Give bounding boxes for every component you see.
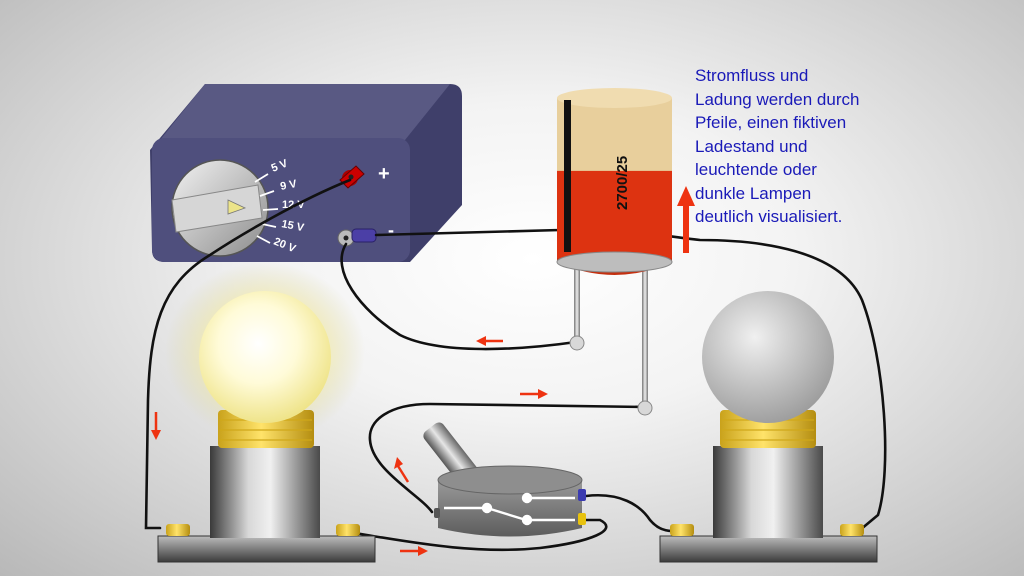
description-line: Stromfluss und (695, 66, 809, 85)
description-line: Ladestand und (695, 136, 808, 156)
voltage-knob[interactable] (171, 159, 269, 257)
wire-plus-to-left-lamp (144, 178, 352, 530)
description-line: Ladung werden durch (695, 89, 860, 109)
arrow-up-left-icon (394, 457, 410, 483)
capacitor-lead-right (642, 265, 648, 407)
voltage-scale (254, 173, 279, 244)
capacitor: 2700/25 (556, 88, 673, 416)
power-supply: 5 V 9 V 12 V 15 V 20 V + - (150, 84, 462, 262)
voltage-label-9: 9 V (279, 178, 298, 193)
arrow-bottom-right-icon (400, 546, 428, 556)
arrow-right-icon (520, 389, 548, 399)
capacitor-lead-left (574, 265, 580, 343)
description-line: leuchtende oder (695, 160, 817, 179)
description-line: dunkle Lampen (695, 183, 812, 203)
capacitor-label: 2700/25 (614, 156, 631, 210)
wire-left-lamp-to-switch (346, 518, 608, 552)
lamp-bulb-dark (702, 291, 834, 423)
voltage-label-5: 5 V (270, 157, 290, 175)
arrow-up-capacitor-icon (677, 186, 695, 253)
minus-terminal[interactable] (337, 228, 377, 247)
capacitor-charge-level (557, 170, 672, 260)
current-arrows (151, 186, 695, 556)
voltage-label-15: 15 V (280, 218, 305, 234)
description-line: deutlich visualisiert. (695, 207, 843, 226)
wire-minus-to-capacitor (340, 242, 578, 351)
knob-pointer-icon (227, 199, 247, 215)
switch-symbol-icon (444, 492, 575, 526)
right-lamp (659, 291, 878, 563)
wire-switch-to-right-lamp (584, 493, 682, 533)
minus-label: - (388, 220, 394, 240)
lamp-bulb-lit (199, 291, 331, 423)
left-lamp (157, 262, 376, 563)
wire-capacitor-to-switch (368, 402, 647, 514)
arrow-down-left-icon (151, 412, 161, 440)
description-text: Stromfluss und Ladung werden durch Pfeil… (695, 64, 910, 229)
plus-label: + (378, 163, 390, 185)
switch[interactable] (421, 420, 586, 537)
arrow-left-icon (476, 336, 503, 346)
description-line: Pfeile, einen fiktiven (695, 113, 847, 132)
wires (144, 178, 887, 552)
